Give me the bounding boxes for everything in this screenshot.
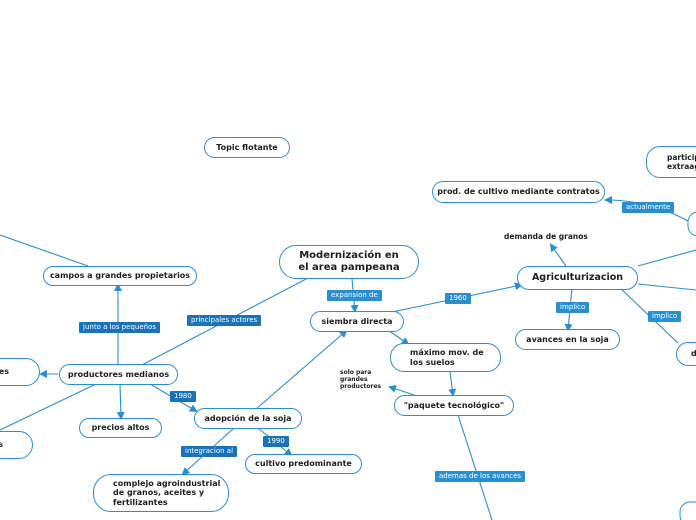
productores-medianos-node[interactable]: productores medianos: [59, 364, 178, 385]
connector-line: [0, 383, 97, 431]
connector-line: [549, 243, 567, 267]
connector-line: [255, 329, 348, 410]
tag-1980[interactable]: 1980: [170, 391, 196, 402]
adopcion-soja-node[interactable]: adopción de la soja: [194, 408, 302, 429]
tag-1990[interactable]: 1990: [263, 436, 289, 447]
demanda-granos-label[interactable]: demanda de granos: [504, 232, 588, 241]
connector-line: [637, 283, 696, 291]
topic-flotante-node[interactable]: Topic flotante: [204, 137, 290, 158]
prod-cultivo-node[interactable]: prod. de cultivo mediante contratos: [432, 181, 605, 203]
complejo-agroindustrial-node[interactable]: complejo agroindustrial de granos, aceit…: [93, 474, 229, 512]
paquete-tecnologico-node[interactable]: "paquete tecnológico": [394, 395, 514, 416]
solo-para-grandes-label[interactable]: solo para grandes productores: [340, 369, 382, 391]
maximo-mov-node[interactable]: máximo mov. de los suelos: [390, 343, 501, 372]
connector-line: [116, 383, 125, 420]
cultivo-predominante-node[interactable]: cultivo predominante: [245, 454, 362, 474]
tag-implico-avances[interactable]: implico: [556, 302, 590, 313]
connector-line: [637, 249, 696, 267]
offscreen-node-label: ies: [0, 367, 9, 377]
tag-integracion-al[interactable]: integracion al: [181, 446, 238, 457]
offscreen-node-ies[interactable]: ies: [0, 358, 40, 386]
central-topic-modernizacion[interactable]: Modernización en el area pampeana: [279, 245, 419, 279]
offscreen-node-d[interactable]: d: [676, 342, 696, 366]
tag-expansion-de[interactable]: expansion de: [327, 290, 382, 301]
avances-soja-node[interactable]: avances en la soja: [515, 329, 620, 350]
precios-altos-node[interactable]: precios altos: [79, 418, 162, 438]
connector-line: [388, 385, 415, 396]
campos-grandes-node[interactable]: campos a grandes propietarios: [43, 266, 197, 286]
offscreen-node-label: d: [691, 349, 696, 359]
tag-1960[interactable]: 1960: [445, 293, 471, 304]
offscreen-node: [687, 211, 696, 237]
siembra-directa-node[interactable]: siembra directa: [310, 311, 404, 332]
tag-implico-right[interactable]: implico: [648, 311, 682, 322]
tag-junto-pequenos[interactable]: junto a los pequeños: [79, 322, 160, 333]
connector-line: [448, 371, 457, 397]
offscreen-node: [679, 501, 696, 520]
connector-line: [457, 414, 493, 520]
connector-line: [0, 234, 89, 267]
tag-principales-actores[interactable]: principales actores: [187, 315, 262, 326]
agriculturizacion-node[interactable]: Agriculturizacion: [517, 266, 638, 290]
tag-actualmente[interactable]: actualmente: [622, 202, 675, 213]
particip-node[interactable]: particip extraag: [646, 146, 696, 178]
tag-ademas-avances[interactable]: ademas de los avances: [435, 471, 526, 482]
offscreen-node-label: s: [0, 440, 3, 450]
offscreen-node-s[interactable]: s: [0, 431, 33, 459]
connector-line: [387, 329, 410, 346]
